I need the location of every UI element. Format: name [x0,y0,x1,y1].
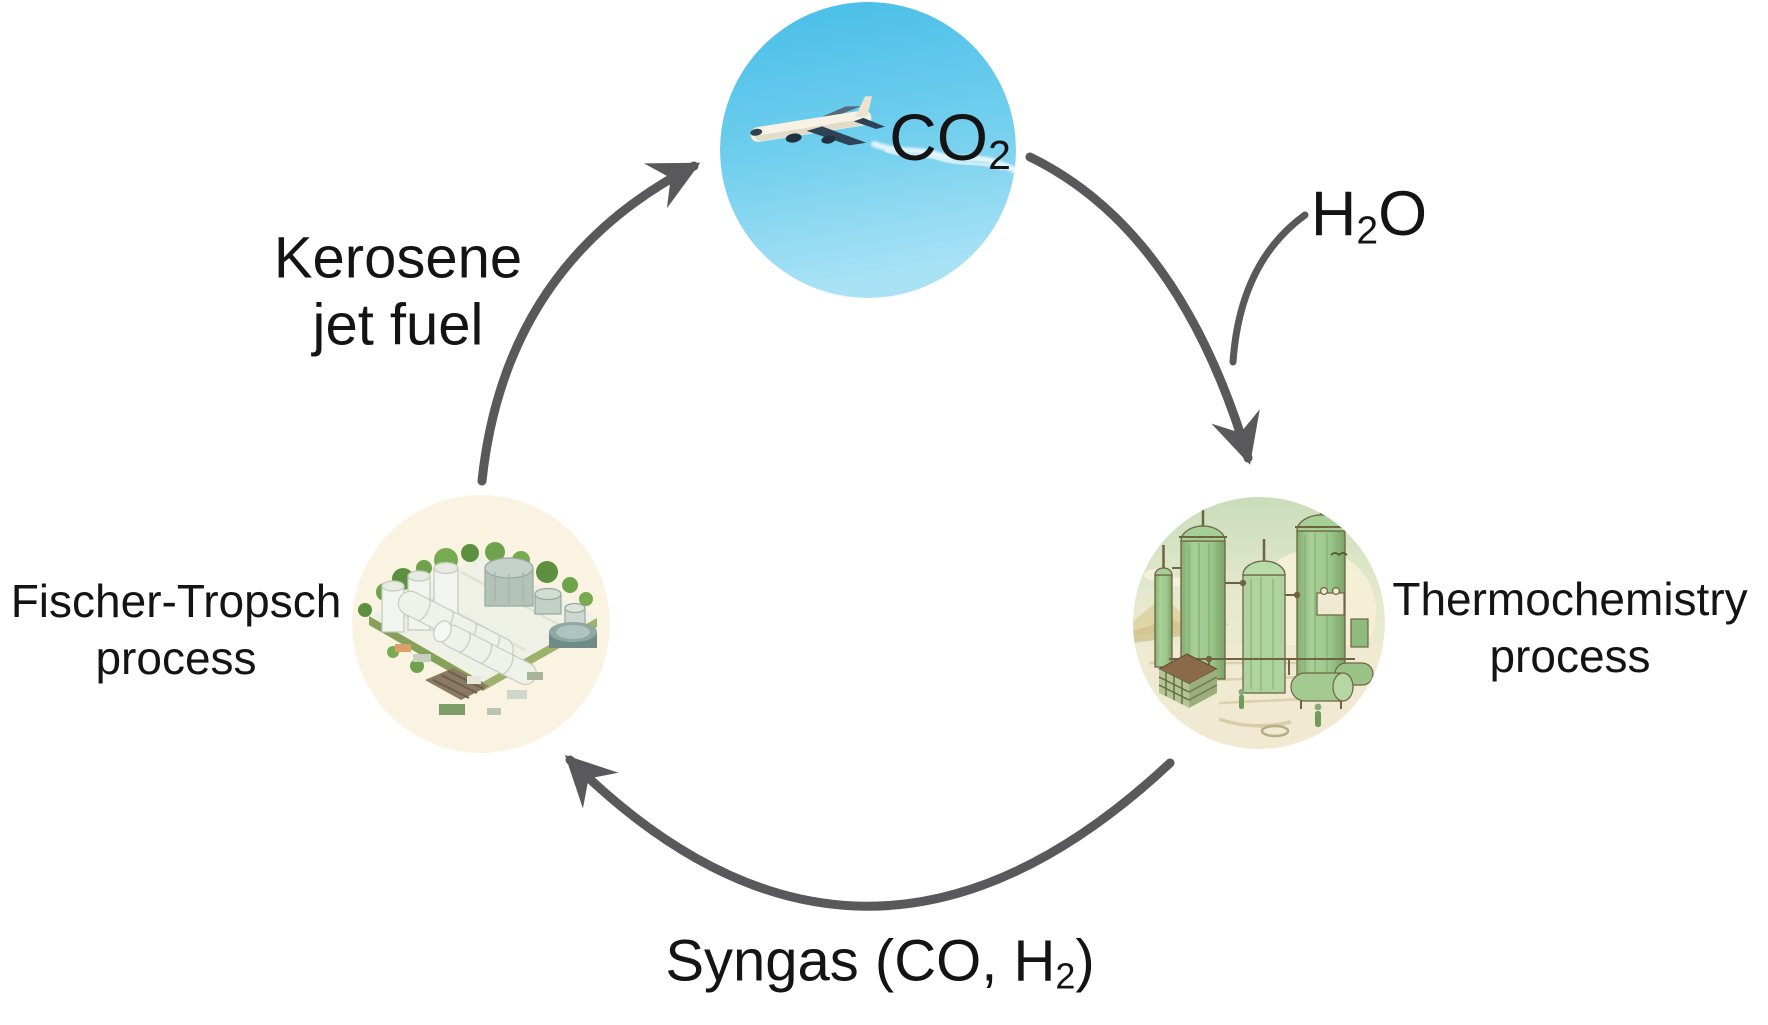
fischer-tropsch-process-label: Fischer-Tropsch process [11,573,342,687]
bird-icon [1330,552,1348,557]
green-cabinet [1350,618,1369,648]
airplane-icon [750,96,885,146]
h2o-label: H2O [1310,179,1428,253]
storage-building [1157,653,1219,708]
thermochemistry-label-line2: process [1489,630,1651,682]
white-unit [1316,592,1345,616]
syngas-arrow [564,755,1175,911]
contrail [871,141,1016,178]
thermochemistry-plant-illustration [1133,497,1385,749]
h2o-branch-line [1229,211,1309,366]
kerosene-label-line2: jet fuel [312,292,484,357]
co2-label: CO2 [889,100,1011,178]
sky-circle [720,2,1016,298]
syngas-label: Syngas (CO, H2) [665,928,1095,997]
fischer-tropsch-label-line1: Fischer-Tropsch [10,574,342,627]
gas-holder [484,557,586,625]
kerosene-arrow [477,161,701,486]
people [1238,689,1322,727]
thermochemistry-label-line1: Thermochemistry [1392,572,1748,625]
thermochemistry-process-label: Thermochemistry process [1392,571,1747,685]
horizontal-tank [1290,662,1374,709]
kerosene-jet-fuel-label: Kerosene jet fuel [274,225,522,358]
kerosene-label-line1: Kerosene [273,225,523,291]
yard-details [395,644,543,715]
fischer-tropsch-label-line2: process [95,632,257,684]
horizontal-tanks [397,590,537,686]
reactor-towers [1154,497,1347,694]
h2o-arrow [1025,152,1260,465]
round-tank [549,622,597,648]
fischer-tropsch-plant-illustration [352,495,610,753]
